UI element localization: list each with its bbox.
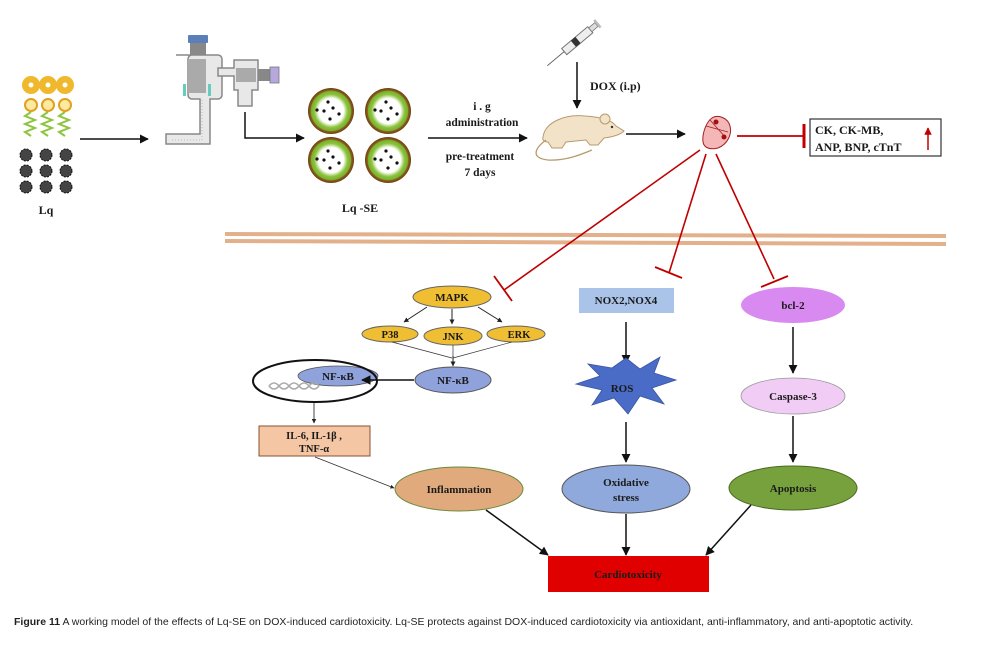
svg-text:IL-6, IL-1β ,: IL-6, IL-1β , — [286, 431, 342, 442]
svg-text:Oxidative: Oxidative — [603, 477, 649, 489]
arrow-cytokines-to-inflammation — [314, 456, 395, 489]
svg-text:stress: stress — [613, 492, 640, 504]
cardiac-markers-box: CK, CK-MB, ANP, BNP, cTnT — [809, 118, 942, 157]
lq-se-droplets-icon — [308, 88, 411, 183]
figure-caption-text: A working model of the effects of Lq-SE … — [60, 616, 914, 628]
inhibit-heart-to-bcl2 — [715, 153, 789, 288]
svg-text:NF-κB: NF-κB — [437, 375, 469, 387]
markers-line2: ANP, BNP, cTnT — [815, 140, 901, 154]
svg-text:NOX2,NOX4: NOX2,NOX4 — [595, 295, 658, 307]
syringe-icon — [547, 19, 602, 67]
svg-text:ROS: ROS — [611, 383, 634, 395]
arrow-mapk-to-p38 — [403, 306, 428, 323]
svg-text:bcl-2: bcl-2 — [781, 300, 805, 312]
node-mapk: MAPK — [412, 285, 492, 309]
figure-caption: Figure 11 A working model of the effects… — [14, 615, 974, 630]
droplet — [365, 88, 411, 134]
svg-text:Apoptosis: Apoptosis — [770, 483, 817, 495]
svg-text:MAPK: MAPK — [435, 292, 469, 304]
droplet — [308, 88, 354, 134]
buds-row — [24, 98, 72, 112]
cell-membrane — [224, 232, 947, 246]
markers-line1: CK, CK-MB, — [815, 123, 883, 137]
duration-label: 7 days — [465, 167, 497, 179]
dox-label: DOX (i.p) — [590, 79, 641, 93]
node-apoptosis: Apoptosis — [728, 465, 858, 511]
node-oxidative-stress: Oxidative stress — [561, 464, 691, 514]
seed-grid — [19, 148, 73, 194]
svg-text:Cardiotoxicity: Cardiotoxicity — [594, 569, 662, 581]
inhibit-heart-to-nox — [654, 153, 707, 279]
nucleus: NF-κB — [252, 359, 379, 403]
lq-label: Lq — [39, 203, 54, 217]
arrow-apoptosis-to-cardiotoxicity — [705, 504, 752, 556]
node-erk: ERK — [486, 325, 546, 343]
nucleus-outline — [252, 359, 378, 403]
heart-icon — [702, 115, 731, 150]
pretreatment-label: pre-treatment — [446, 151, 515, 163]
node-cytokines: IL-6, IL-1β , TNF-α — [258, 425, 371, 457]
node-nfkb: NF-κB — [414, 366, 492, 394]
flower-heads-row — [22, 76, 74, 94]
node-cardiotoxicity: Cardiotoxicity — [548, 556, 709, 592]
droplet — [308, 137, 354, 183]
node-inflammation: Inflammation — [394, 466, 524, 512]
arrow-mapk-to-erk — [477, 306, 503, 323]
extractor-icon — [165, 35, 280, 145]
node-p38: P38 — [361, 325, 419, 343]
figure-label: Figure 11 — [14, 616, 61, 628]
ig-label: i . g — [473, 101, 491, 113]
node-caspase3: Caspase-3 — [740, 377, 846, 415]
dna-helix-icon — [268, 382, 320, 390]
lq-se-label: Lq -SE — [342, 201, 378, 215]
svg-text:TNF-α: TNF-α — [299, 444, 329, 455]
droplet — [365, 137, 411, 183]
node-nfkb-nucleus — [297, 365, 379, 387]
node-bcl2: bcl-2 — [741, 287, 845, 323]
inhibit-heart-to-mapk — [493, 149, 701, 302]
lq-plant-icon — [19, 76, 74, 194]
working-model-diagram: Lq Lq -SE — [19, 19, 947, 592]
svg-text:ERK: ERK — [508, 330, 532, 341]
node-jnk: JNK — [423, 326, 483, 346]
svg-text:P38: P38 — [382, 330, 399, 341]
svg-text:Caspase-3: Caspase-3 — [769, 391, 817, 403]
node-nox: NOX2,NOX4 — [579, 288, 674, 313]
nfkb-nucleus-label: NF-κB — [322, 371, 354, 383]
svg-text:JNK: JNK — [443, 332, 465, 343]
leaves-row — [22, 111, 72, 137]
administration-label: administration — [446, 117, 519, 129]
converge-lines — [391, 341, 513, 359]
arrow-inflammation-to-cardiotoxicity — [485, 509, 549, 556]
arrow-extractor-to-lq-se — [244, 112, 305, 143]
mouse-icon — [535, 113, 625, 161]
svg-text:Inflammation: Inflammation — [427, 484, 492, 496]
node-ros: ROS — [574, 356, 678, 415]
